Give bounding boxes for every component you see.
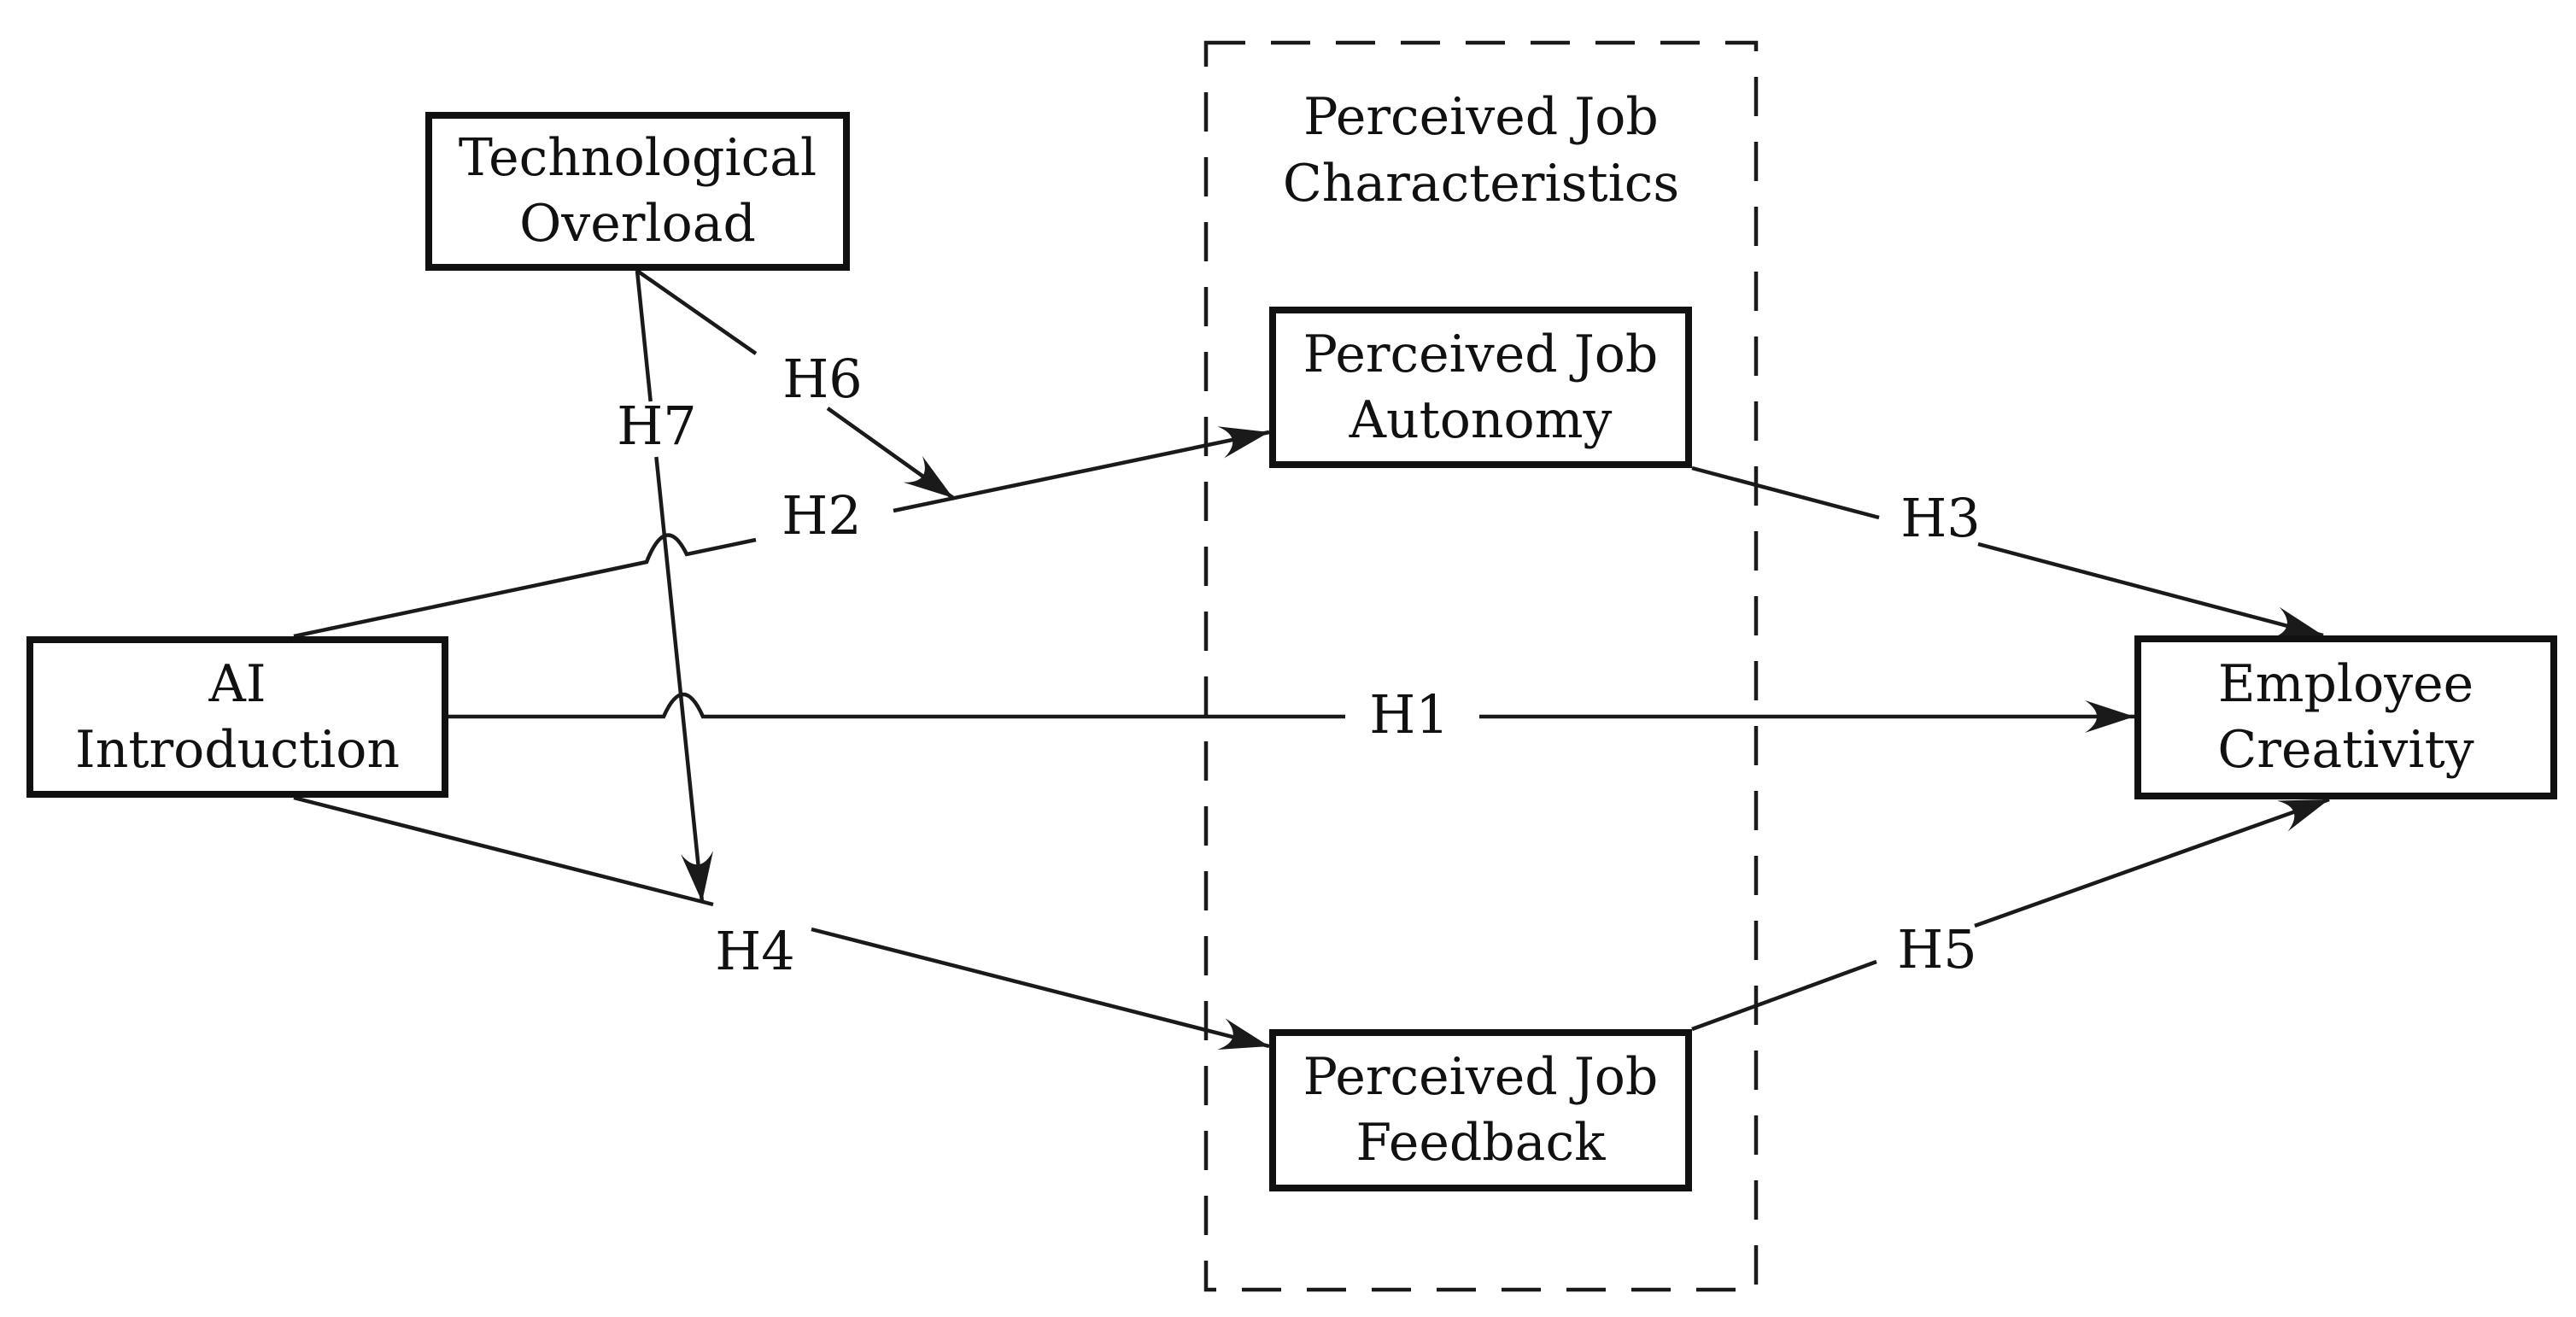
hypothesis-label-h4: H4 [715, 920, 795, 982]
hypothesis-label-h7: H7 [617, 395, 697, 457]
hypothesis-label-h2: H2 [782, 484, 862, 547]
node-perceived-job-feedback: Perceived Job Feedback [1269, 1029, 1692, 1191]
h2-path-arrow [893, 426, 1270, 513]
group-title-line: Characteristics [1282, 154, 1680, 214]
h5-path-arrow [1974, 797, 2330, 928]
h4-path-body [293, 795, 714, 907]
h1-path-body [448, 692, 1345, 719]
h7-path-arrow [654, 456, 713, 903]
node-employee-creativity: Employee Creativity [2134, 635, 2557, 799]
node-technological-overload: Technological Overload [425, 112, 850, 271]
node-label-line: Creativity [2217, 720, 2474, 780]
h6-path-arrow [826, 407, 955, 500]
node-label-line: Introduction [75, 719, 400, 780]
node-perceived-job-autonomy: Perceived Job Autonomy [1269, 307, 1692, 468]
node-label-line: AI [208, 653, 266, 714]
hypothesis-label-h6: H6 [782, 348, 863, 410]
node-label-line: Overload [519, 194, 756, 254]
node-label-line: Feedback [1355, 1113, 1606, 1173]
hypothesis-label-h3: H3 [1900, 487, 1981, 549]
h2-path-body [293, 533, 757, 639]
h5-path-body [1691, 959, 1877, 1032]
hypothesis-label-h1: H1 [1369, 683, 1449, 746]
h7-path-body [635, 270, 653, 402]
node-label-line: Perceived Job [1303, 324, 1659, 384]
node-ai-introduction: AI Introduction [26, 636, 448, 798]
group-title-perceived-job-characteristics: Perceived Job Characteristics [1206, 84, 1756, 217]
node-label-line: Autonomy [1349, 389, 1613, 450]
h3-path-body [1691, 465, 1880, 520]
h3-path-arrow [1977, 541, 2324, 639]
perceived-job-characteristics-dashed-box [1203, 40, 1759, 1292]
node-label-line: Technological [458, 128, 817, 189]
node-label-line: Perceived Job [1303, 1047, 1659, 1108]
h4-path-arrow [811, 927, 1270, 1051]
h6-path-body [635, 269, 758, 355]
node-label-line: Employee [2217, 654, 2474, 715]
hypothesis-label-h5: H5 [1897, 918, 1977, 980]
group-title-line: Perceived Job [1303, 87, 1659, 147]
